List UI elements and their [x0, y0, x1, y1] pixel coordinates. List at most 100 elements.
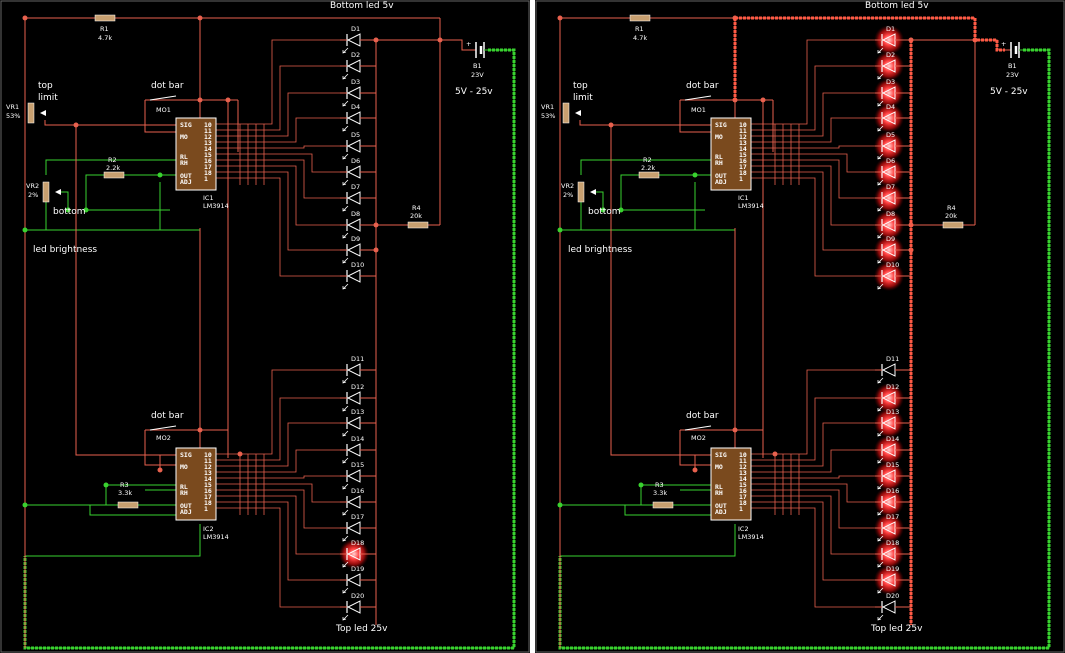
led-d10[interactable]: D10 — [874, 261, 911, 291]
led-d2[interactable]: D2 — [340, 51, 376, 80]
potentiometer-vr1[interactable]: VR1 53% — [6, 102, 46, 124]
svg-text:23V: 23V — [471, 71, 484, 79]
led-d15[interactable]: D15 — [340, 461, 376, 490]
potentiometer-vr1[interactable]: VR1 53% — [541, 102, 581, 124]
resistor-r1[interactable]: R1 4.7k — [629, 14, 651, 42]
led-d17[interactable]: D17 — [340, 513, 376, 542]
resistor-r1[interactable]: R1 4.7k — [94, 14, 116, 42]
svg-text:RH: RH — [180, 159, 188, 167]
led-d6[interactable]: D6 — [340, 157, 376, 186]
led-d12[interactable]: D12 — [874, 383, 911, 413]
led-label: D18 — [886, 539, 899, 547]
led-d15[interactable]: D15 — [874, 461, 911, 491]
svg-text:1: 1 — [739, 175, 743, 183]
svg-text:11: 11 — [204, 127, 212, 135]
svg-text:MO2: MO2 — [156, 434, 171, 442]
led-d12[interactable]: D12 — [340, 383, 376, 412]
led-d5[interactable]: D5 — [340, 131, 376, 160]
ic1-lm3914[interactable]: SIG MO RL RH OUT ADJ 10 11 12 13 14 15 1… — [175, 117, 229, 210]
svg-text:15: 15 — [204, 481, 212, 489]
resistor-r4[interactable]: R4 20k — [942, 204, 964, 229]
led-d20[interactable]: D20 — [875, 592, 911, 621]
svg-text:RH: RH — [715, 159, 723, 167]
led-d13[interactable]: D13 — [874, 408, 911, 438]
battery-b1[interactable]: + B1 23V — [1001, 40, 1023, 79]
potentiometer-vr2[interactable]: VR2 2% — [26, 181, 61, 203]
led-d10[interactable]: D10 — [340, 261, 376, 290]
led-d7[interactable]: D7 — [340, 183, 376, 212]
led-d8[interactable]: D8 — [340, 210, 376, 239]
led-label: D9 — [351, 235, 360, 243]
bottom-led-label: Bottom led 5v — [330, 1, 394, 11]
svg-text:18: 18 — [739, 499, 747, 507]
svg-text:SIG: SIG — [180, 121, 192, 129]
resistor-r4[interactable]: R4 20k — [407, 204, 429, 229]
led-d14[interactable]: D14 — [874, 435, 911, 465]
led-d3[interactable]: D3 — [340, 78, 376, 107]
led-d11[interactable]: D11 — [875, 355, 911, 384]
resistor-r2[interactable]: R2 2.2k — [638, 156, 660, 179]
led-d9[interactable]: D9 — [340, 235, 376, 264]
led-d20[interactable]: D20 — [340, 592, 376, 621]
svg-text:MO: MO — [180, 463, 188, 471]
led-d17[interactable]: D17 — [874, 513, 911, 543]
led-d6[interactable]: D6 — [874, 157, 911, 187]
led-label: D3 — [351, 78, 360, 86]
svg-text:R4: R4 — [412, 204, 421, 212]
svg-text:2%: 2% — [28, 191, 38, 199]
svg-text:18: 18 — [739, 169, 747, 177]
led-d16[interactable]: D16 — [874, 487, 911, 517]
potentiometer-vr2[interactable]: VR2 2% — [561, 181, 596, 203]
led-d19[interactable]: D19 — [874, 565, 911, 595]
svg-text:53%: 53% — [541, 112, 555, 120]
led-d13[interactable]: D13 — [340, 408, 376, 437]
ic1-lm3914[interactable]: SIG MO RL RH OUT ADJ 10 11 12 13 14 15 1… — [710, 117, 764, 210]
led-d3[interactable]: D3 — [874, 78, 911, 108]
led-d1[interactable]: D1 — [340, 25, 376, 54]
led-d8[interactable]: D8 — [874, 210, 911, 240]
svg-text:2.2k: 2.2k — [641, 164, 655, 172]
svg-text:17: 17 — [739, 493, 747, 501]
led-d4[interactable]: D4 — [874, 103, 911, 133]
battery-b1[interactable]: + B1 23V — [466, 40, 488, 79]
led-label: D4 — [351, 103, 360, 111]
svg-text:OUT: OUT — [180, 502, 192, 510]
led-label: D13 — [351, 408, 364, 416]
led-d1[interactable]: D1 — [874, 25, 911, 55]
switch-mo1[interactable]: MO1 — [149, 95, 177, 114]
circuit-schematic-left: R1 4.7k R2 2.2k R3 3.3k R4 20k VR1 53% V… — [0, 0, 530, 653]
led-label: D20 — [886, 592, 899, 600]
led-d4[interactable]: D4 — [340, 103, 376, 132]
led-label: D14 — [886, 435, 899, 443]
led-label: D1 — [351, 25, 360, 33]
led-d18[interactable]: D18 — [874, 539, 911, 569]
svg-text:12: 12 — [739, 463, 747, 471]
ic2-lm3914[interactable]: SIG MO RL RH OUT ADJ 10 11 12 13 14 15 1… — [175, 447, 229, 541]
led-d16[interactable]: D16 — [340, 487, 376, 516]
led-d18[interactable]: D18 — [339, 539, 376, 569]
led-label: D5 — [886, 131, 895, 139]
ic2-lm3914[interactable]: SIG MO RL RH OUT ADJ 10 11 12 13 14 15 1… — [710, 447, 764, 541]
led-d14[interactable]: D14 — [340, 435, 376, 464]
resistor-r3[interactable]: R3 3.3k — [652, 481, 674, 509]
resistor-r2[interactable]: R2 2.2k — [103, 156, 125, 179]
svg-text:MO: MO — [715, 463, 723, 471]
led-d2[interactable]: D2 — [874, 51, 911, 81]
resistor-r3[interactable]: R3 3.3k — [117, 481, 139, 509]
svg-text:RH: RH — [180, 489, 188, 497]
svg-text:IC2: IC2 — [203, 525, 214, 533]
led-label: D17 — [886, 513, 899, 521]
switch-mo2[interactable]: MO2 — [149, 425, 177, 442]
svg-text:23V: 23V — [1006, 71, 1019, 79]
ground-junctions — [22, 172, 163, 508]
led-label: D4 — [886, 103, 895, 111]
led-d7[interactable]: D7 — [874, 183, 911, 213]
led-d9[interactable]: D9 — [874, 235, 911, 265]
switch-mo1[interactable]: MO1 — [684, 95, 712, 114]
led-d5[interactable]: D5 — [874, 131, 911, 161]
ic2-output-bus — [751, 369, 875, 608]
led-d11[interactable]: D11 — [340, 355, 376, 384]
switch-mo2[interactable]: MO2 — [684, 425, 712, 442]
led-d19[interactable]: D19 — [340, 565, 376, 594]
svg-text:OUT: OUT — [715, 502, 727, 510]
